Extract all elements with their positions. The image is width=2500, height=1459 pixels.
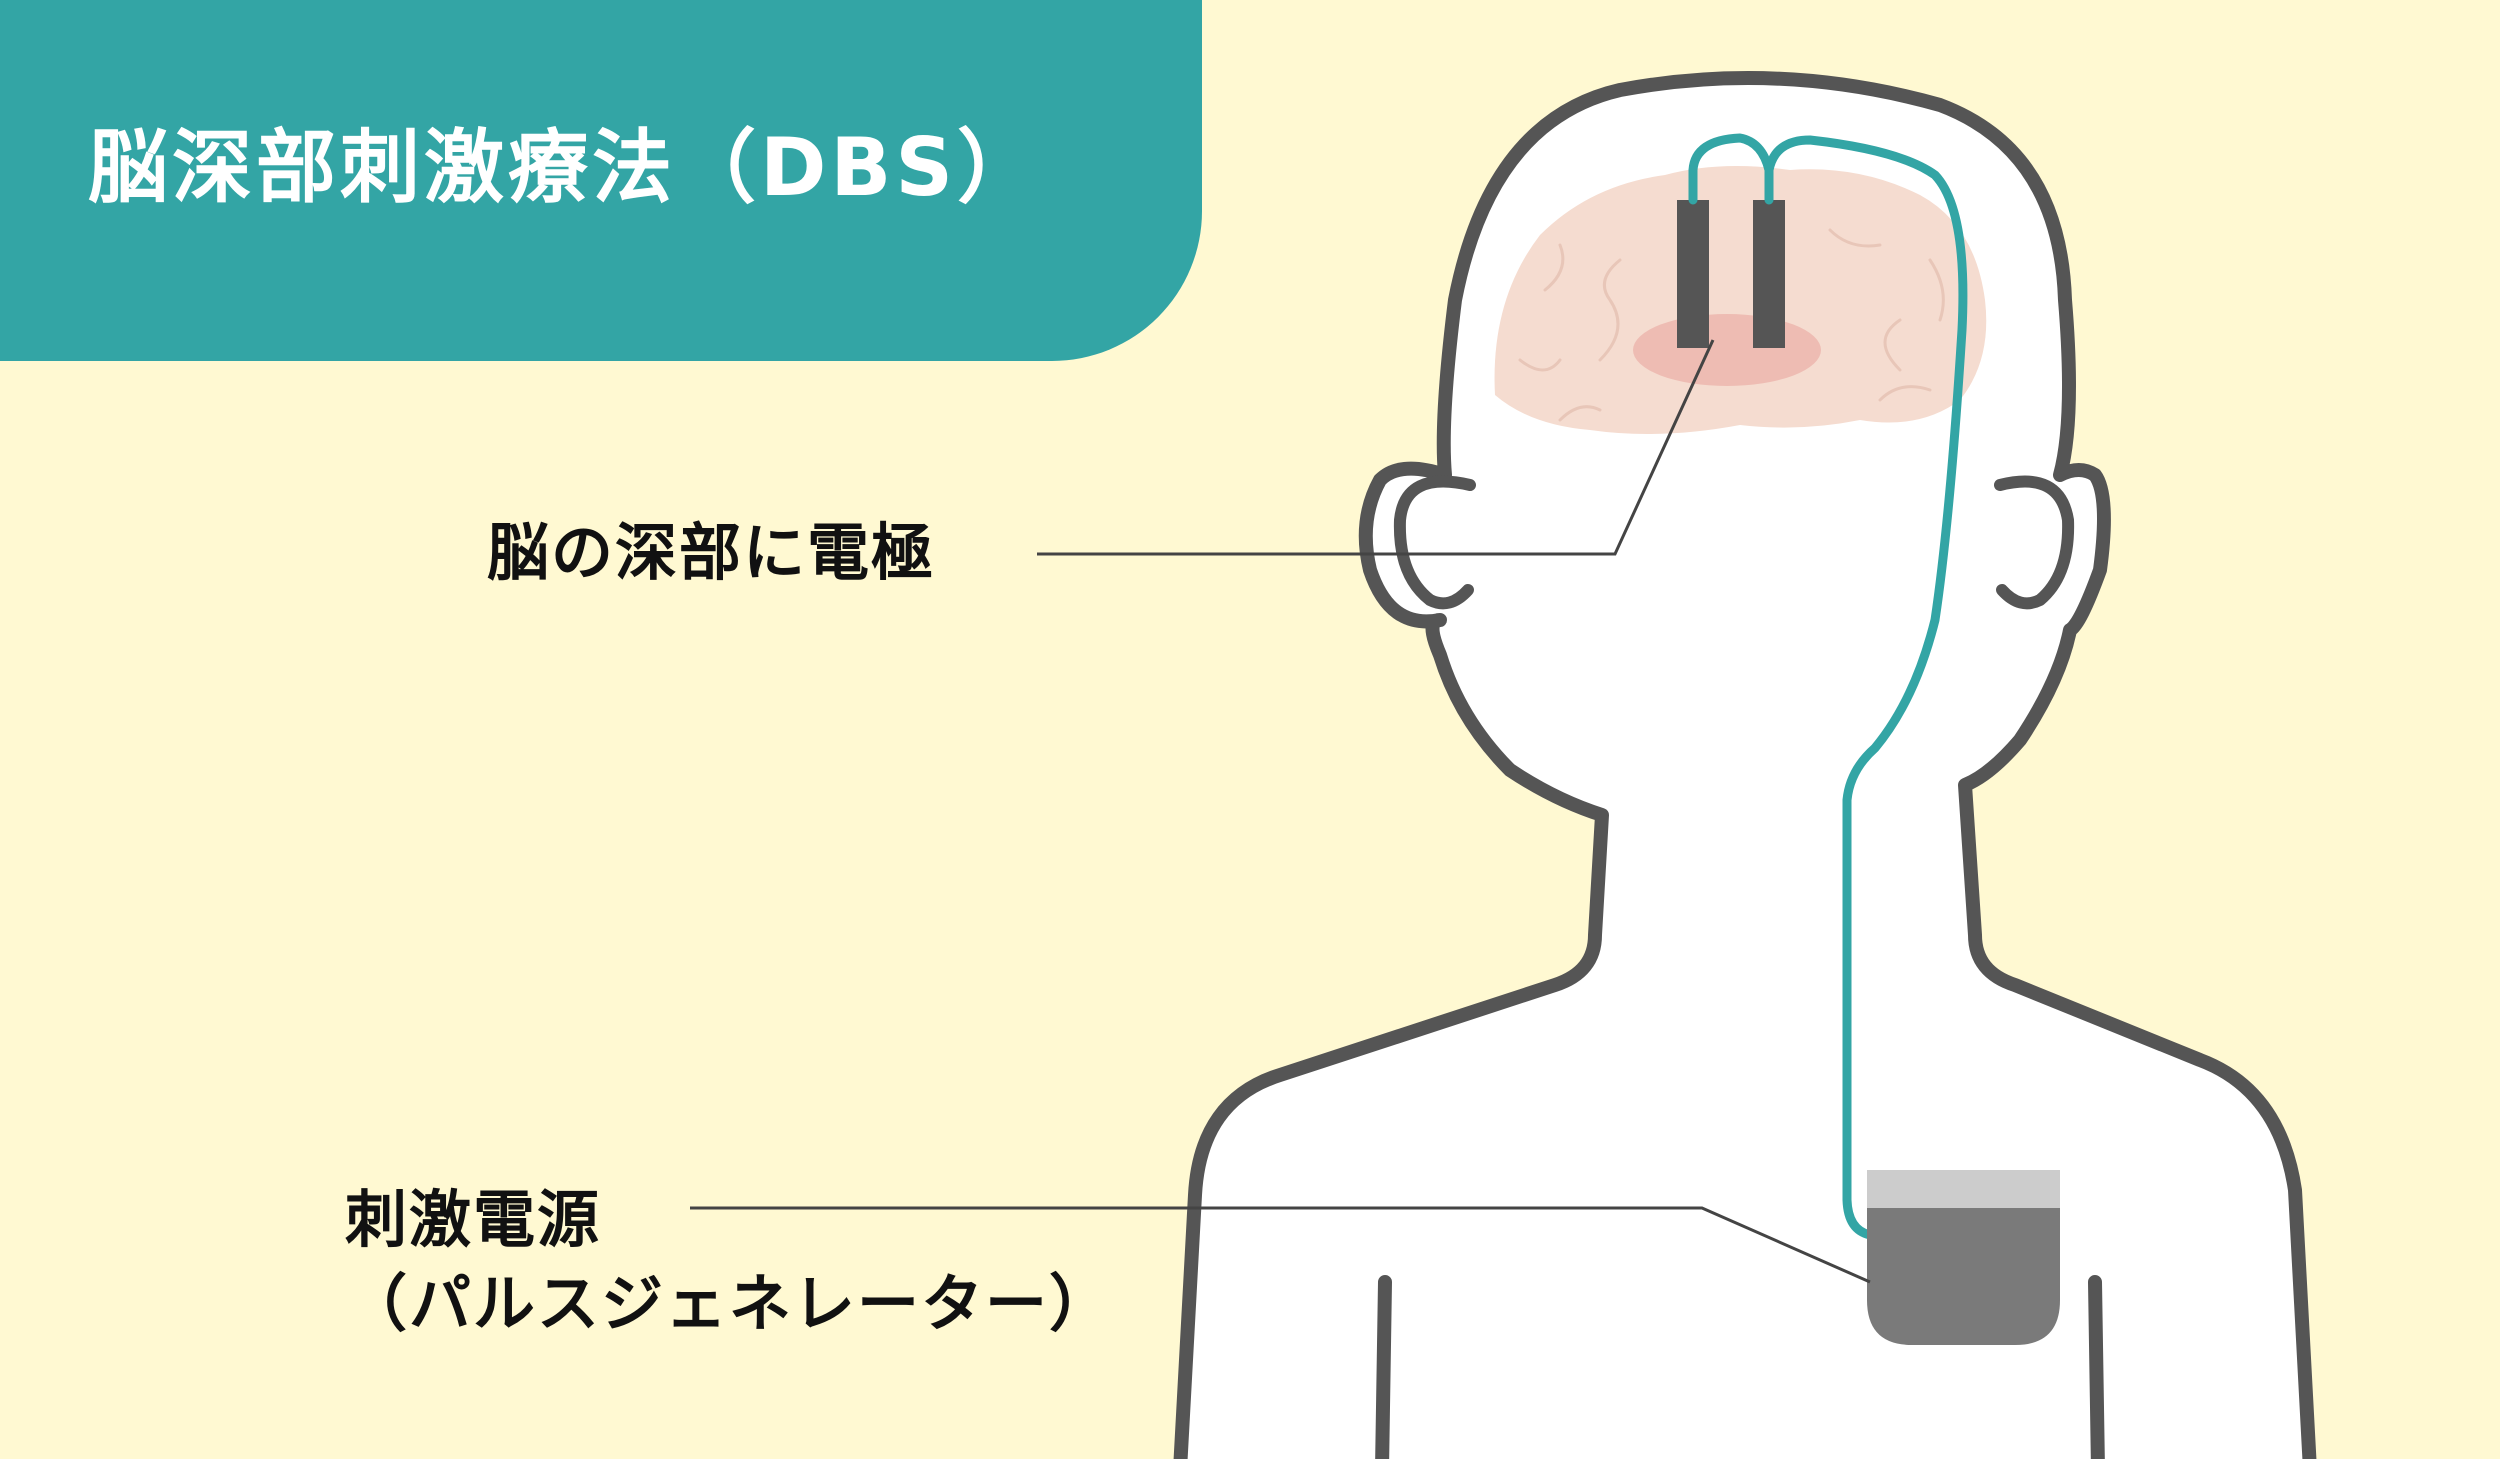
lead-wire xyxy=(1688,133,1968,1240)
electrode-label: 脳の深部に電極 xyxy=(487,516,936,589)
brain xyxy=(1494,166,1987,434)
pulse-generator-cap xyxy=(1867,1170,2060,1208)
left-arm-line xyxy=(1375,1275,1392,1459)
right-arm-line xyxy=(2088,1275,2105,1459)
electrode-right xyxy=(1753,200,1785,348)
electrode-leader-line xyxy=(1037,339,1715,556)
electrode-left xyxy=(1677,200,1709,348)
page-title: 脳深部刺激療法（DBS） xyxy=(88,121,1041,214)
body-outline xyxy=(1173,71,2317,1459)
generator-label-line2: （パルスジェネレーター） xyxy=(345,1266,1114,1340)
title-banner: 脳深部刺激療法（DBS） xyxy=(0,0,1202,361)
target-area xyxy=(1633,314,1821,386)
pulse-generator xyxy=(1867,1196,2060,1345)
right-ear-inner xyxy=(1994,475,2075,610)
generator-leader-line xyxy=(690,1206,1871,1284)
generator-label-line1: 刺激電源 xyxy=(345,1183,602,1256)
generator-label: 刺激電源 （パルスジェネレーター） xyxy=(345,1178,1113,1345)
